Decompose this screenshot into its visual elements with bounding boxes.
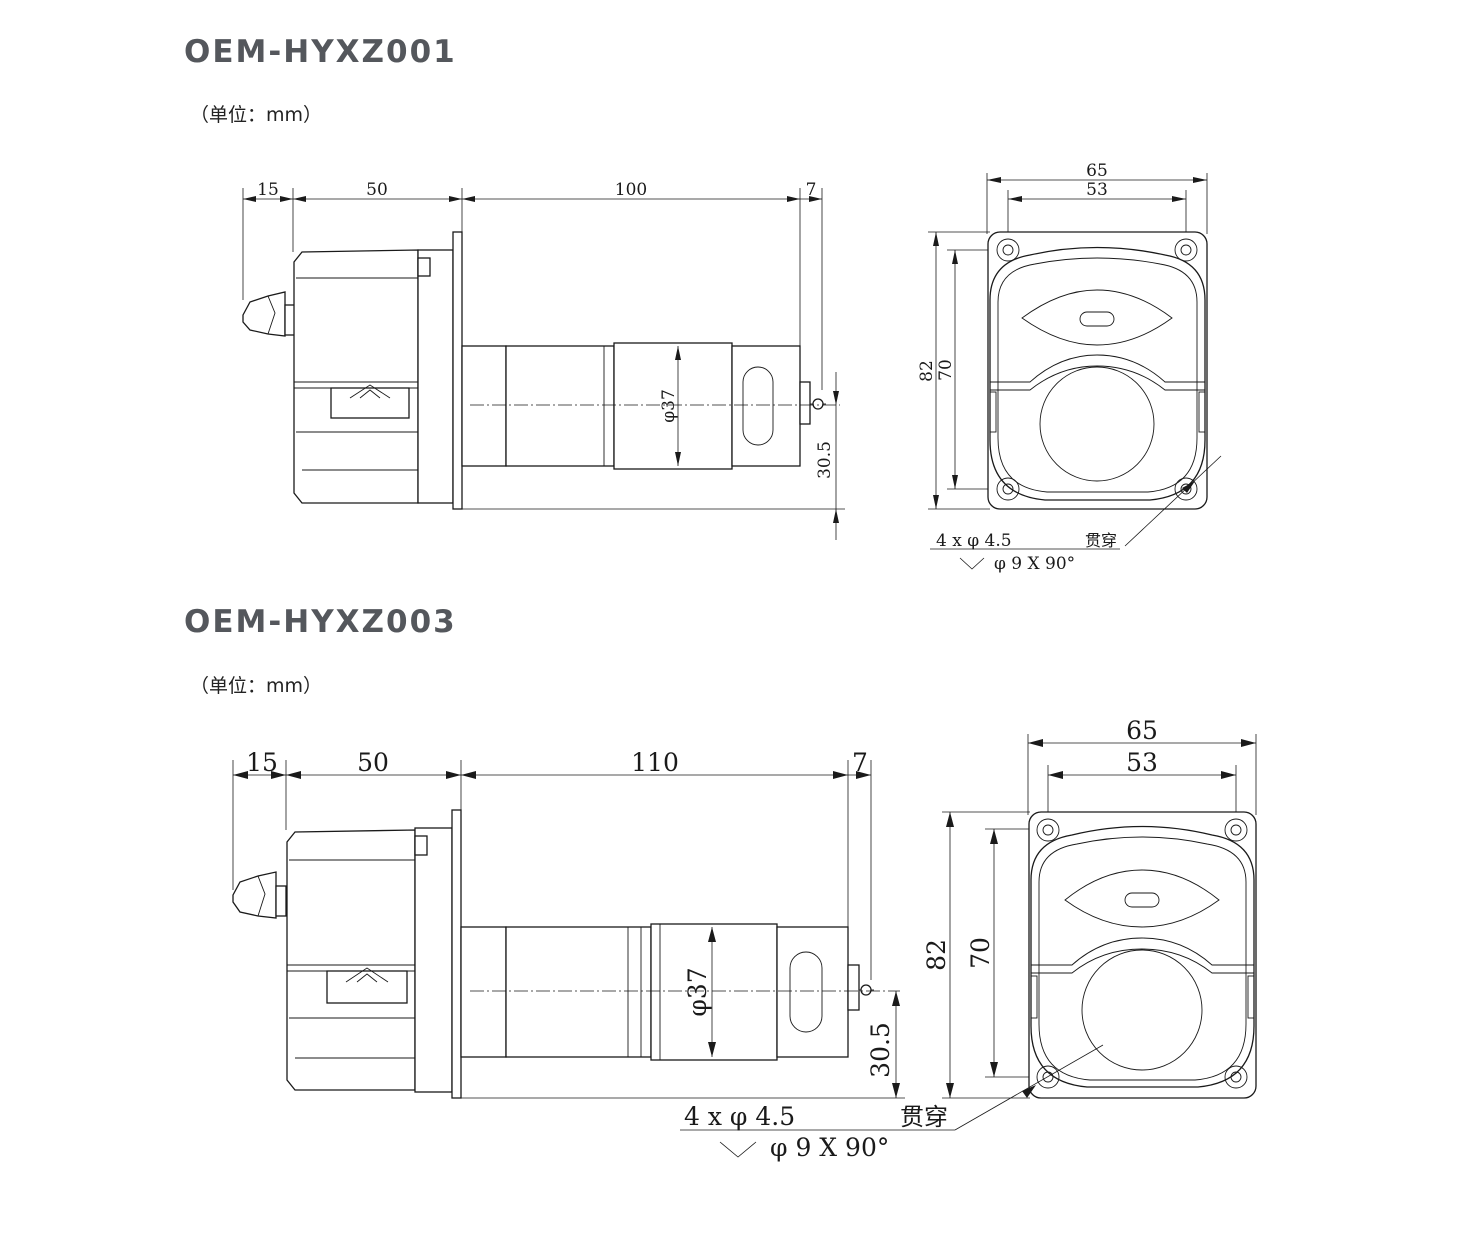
dim-height-outer: 82 [922,939,951,971]
dim-width-inner: 53 [1086,180,1108,200]
unit-label: （单位：mm） [190,104,323,126]
dim-15: 15 [257,180,279,200]
dim-shaft-height: 30.5 [815,441,835,479]
dim-width-outer: 65 [1126,716,1158,745]
dim-diameter: φ37 [683,967,712,1016]
dim-diameter: φ37 [659,389,679,423]
side-view-2: 15 50 110 7 φ37 [232,748,905,1099]
hole-note-suffix: 贯穿 [900,1103,948,1131]
hole-note: 4 x φ 4.5 [936,531,1012,551]
hole-note-suffix: 贯穿 [1085,531,1117,550]
dim-15: 15 [246,748,278,777]
dim-50: 50 [366,180,388,200]
dim-7: 7 [806,180,817,200]
dim-length: 110 [631,748,679,777]
model-title: OEM-HYXZ003 [184,604,457,640]
side-view-1: 15 50 100 7 φ37 [242,180,845,540]
countersink-note: φ 9 X 90° [770,1133,889,1162]
dim-shaft-height: 30.5 [866,1022,895,1078]
dim-7: 7 [852,748,868,777]
front-view-1: 65 53 82 70 4 x φ 4 [917,161,1222,574]
model-title: OEM-HYXZ001 [184,34,457,70]
unit-label: （单位：mm） [190,675,323,697]
dim-height-inner: 70 [966,937,995,969]
dim-50: 50 [357,748,389,777]
front-view-2: 65 53 82 70 4 x φ [680,716,1257,1162]
dim-height-outer: 82 [917,360,937,382]
dim-height-inner: 70 [936,359,956,381]
dim-width-outer: 65 [1086,161,1108,181]
dim-width-inner: 53 [1126,748,1158,777]
dim-length: 100 [615,180,647,200]
countersink-note: φ 9 X 90° [994,554,1075,574]
hole-note: 4 x φ 4.5 [684,1102,795,1131]
